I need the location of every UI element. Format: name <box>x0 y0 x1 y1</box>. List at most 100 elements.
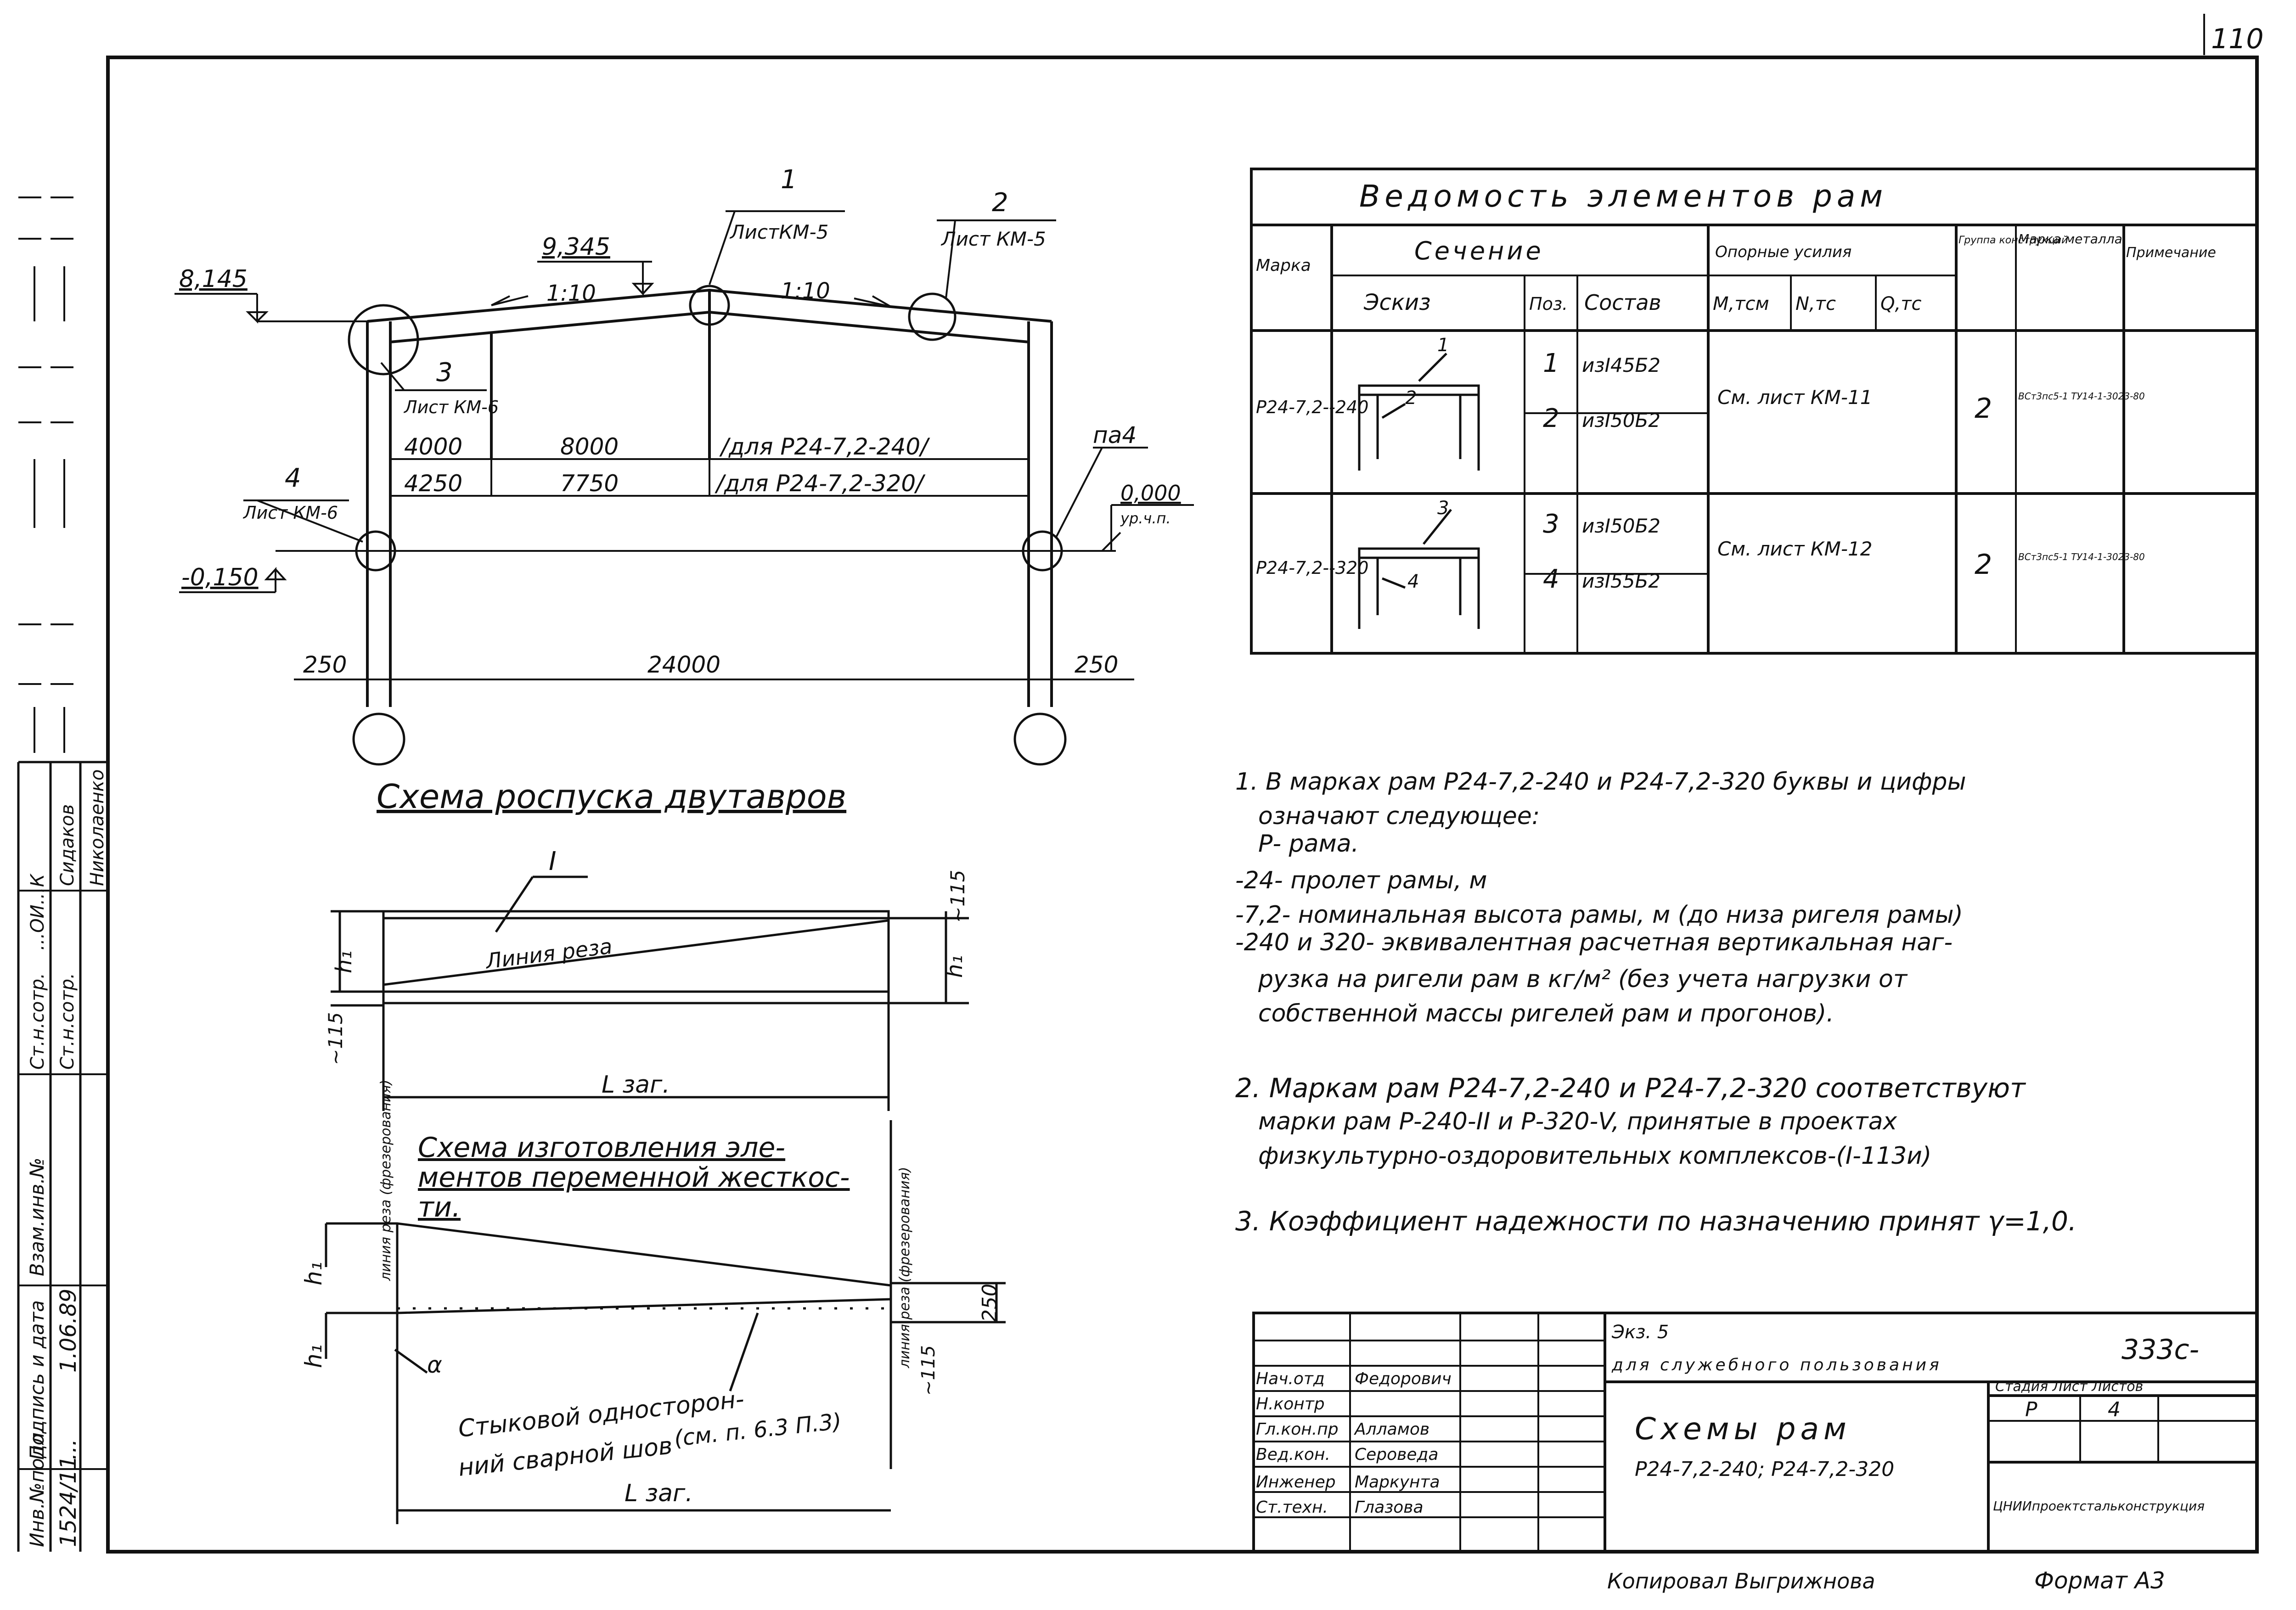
dim-7750: 7750 <box>560 470 619 497</box>
cutting-scheme: Схема роспуска двутавров I Линия реза h₁… <box>324 777 969 1111</box>
marker-4: 4 <box>285 463 301 493</box>
note-line-6: -240 и 320- эквивалентная расчетная верт… <box>1235 929 1953 956</box>
row2-mark: Р24-7,2--320 <box>1256 558 1368 578</box>
row1-pos-2: 2 <box>1543 404 1559 433</box>
tb-drawing-title: Схемы рам <box>1635 1411 1851 1447</box>
hdr-q: Q,тс <box>1880 293 1922 314</box>
cutting-title: Схема роспуска двутавров <box>377 777 846 816</box>
fabrication-length: L заг. <box>625 1480 693 1507</box>
row2-forces: См. лист КМ-12 <box>1717 538 1872 560</box>
elev-8145: 8,145 <box>179 265 248 293</box>
hdr-eskiz: Эскиз <box>1363 290 1431 315</box>
note-320: /для Р24-7,2-320/ <box>715 470 926 497</box>
tb-role-5: Инженер <box>1256 1473 1336 1492</box>
tb-code: 333с- <box>2122 1334 2199 1366</box>
tb-sheet: 4 <box>2108 1398 2121 1421</box>
label-podp-data: Подпись и дата <box>26 1300 48 1460</box>
cut-line-label: Линия реза <box>484 934 613 974</box>
pa4: па4 <box>1093 422 1137 449</box>
cutting-length: L заг. <box>602 1071 670 1099</box>
row1-sketch-2: 2 <box>1405 387 1417 409</box>
dim-4250: 4250 <box>404 470 462 497</box>
title-block: Нач.отд Федорович Н.контр Гл.кон.пр Алла… <box>1252 1312 2258 1594</box>
elev-minus-0150: -0,150 <box>181 564 259 591</box>
hdr-n: N,тс <box>1795 293 1836 314</box>
sheet-frame: 110 <box>106 14 2264 1554</box>
dim-250-fab: 250 <box>978 1284 1002 1322</box>
label-podpis: ... <box>56 1439 81 1460</box>
tb-footer-right: Формат А3 <box>2034 1567 2165 1594</box>
note-line-4: -24- пролет рамы, м <box>1235 867 1487 894</box>
dim-115-left: ~115 <box>324 1012 347 1065</box>
note-line-9: 2. Маркам рам Р24-7,2-240 и Р24-7,2-320 … <box>1235 1072 2026 1104</box>
row1-mark: Р24-7,2--240 <box>1256 397 1368 417</box>
hdr-m: М,тсм <box>1713 293 1769 314</box>
tb-name-3: Алламов <box>1354 1420 1429 1439</box>
tb-role-2: Н.контр <box>1256 1395 1325 1414</box>
row2-sketch-4: 4 <box>1407 571 1419 592</box>
row2-comp-4: изI55Б2 <box>1582 570 1660 592</box>
dim-115-top: ~115 <box>946 870 969 923</box>
label-vzam: Взам.инв.№ <box>26 1158 48 1276</box>
dim-115-fab: ~115 <box>918 1345 939 1396</box>
marker-2: 2 <box>992 188 1008 218</box>
hdr-marka-metalla: Марка металла <box>2018 231 2122 247</box>
notes: 1. В марках рам Р24-7,2-240 и Р24-7,2-32… <box>1235 768 2077 1237</box>
row1-group: 2 <box>1975 393 1992 425</box>
note-line-3: Р- рама. <box>1258 830 1359 858</box>
hdr-sechenie: Сечение <box>1414 236 1544 265</box>
tb-org: ЦНИИпроектстальконструкция <box>1993 1498 2205 1514</box>
binding-strip: Инв.№подл. Подпись и дата Взам.инв.№ Ст.… <box>17 196 108 1552</box>
elev-0000: 0,000 <box>1120 481 1181 505</box>
dim-250-right: 250 <box>1075 651 1118 678</box>
tb-role-1: Нач.отд <box>1256 1369 1325 1388</box>
label-inv-podl: Инв.№подл. <box>26 1426 48 1547</box>
tb-name-1: Федорович <box>1355 1369 1452 1388</box>
marker-1: 1 <box>781 165 797 195</box>
note-line-10: марки рам Р-240-II и Р-320-V, принятые в… <box>1258 1108 1897 1135</box>
row1-sketch-1: 1 <box>1437 335 1449 356</box>
slope-right: 1:10 <box>781 278 830 304</box>
fabrication-title-1: Схема изготовления эле- <box>418 1132 785 1164</box>
row1-comp-1: изI45Б2 <box>1582 354 1660 376</box>
row2-sketch-3: 3 <box>1437 498 1449 519</box>
label-st-n-sotr-2: Ст.н.сотр. <box>57 973 78 1070</box>
marker-1-sheet: ЛистКМ-5 <box>729 221 828 243</box>
hdr-marka: Марка <box>1256 256 1311 275</box>
label-rukovoditel: ...ОИ...К <box>27 873 48 950</box>
label-familiya-1: Сидаков <box>57 804 78 886</box>
h1-top: h₁ <box>300 1262 327 1285</box>
cut-right-label: линия реза (фрезерования) <box>897 1167 913 1369</box>
row2-steel: ВСт3пс5-1 ТУ14-1-3023-80 <box>2018 551 2145 562</box>
note-line-12: 3. Коэффициент надежности по назначению … <box>1235 1206 2077 1237</box>
row1-pos-1: 1 <box>1543 348 1559 378</box>
tb-name-4: Сероведа <box>1355 1445 1438 1464</box>
hdr-opornye: Опорные усилия <box>1715 243 1851 261</box>
beam-label: I <box>549 847 557 876</box>
dim-250-left: 250 <box>303 651 347 678</box>
tb-project-desc: для служебного пользования <box>1611 1356 1942 1374</box>
fabrication-title-3: ти. <box>418 1191 461 1223</box>
note-240: /для Р24-7,2-240/ <box>719 433 930 460</box>
fabrication-scheme: Схема изготовления эле- ментов переменно… <box>300 1080 1006 1524</box>
label-familiya-2: Николаенко <box>87 769 108 886</box>
hdr-gruppa: Группа конструкций <box>1958 235 2068 246</box>
row2-comp-3: изI50Б2 <box>1582 515 1660 537</box>
note-line-7: рузка на ригели рам в кг/м² (без учета н… <box>1258 965 1908 993</box>
slope-left: 1:10 <box>546 280 596 306</box>
tb-role-3: Гл.кон.пр <box>1256 1420 1339 1439</box>
note-line-8: собственной массы ригелей рам и прогонов… <box>1258 1000 1834 1027</box>
marker-4-sheet: Лист КМ-6 <box>242 503 338 523</box>
hdr-sostav: Состав <box>1584 290 1661 315</box>
tb-footer-left: Копировал Выгрижнова <box>1607 1569 1875 1593</box>
marker-3-sheet: Лист КМ-6 <box>403 397 499 417</box>
tb-stage: Р <box>2025 1398 2037 1421</box>
elements-table: Ведомость элементов рам Марка Сечение Эс… <box>1250 168 2258 655</box>
tb-stage-hdr: Стадия Лист Листов <box>1995 1379 2143 1395</box>
marker-2-sheet: Лист КМ-5 <box>940 228 1046 250</box>
note-line-11: физкультурно-оздоровительных комплексов-… <box>1258 1142 1931 1170</box>
note-line-5: -7,2- номинальная высота рамы, м (до низ… <box>1235 901 1963 929</box>
tb-role-6: Ст.техн. <box>1256 1498 1328 1517</box>
dim-8000: 8000 <box>560 433 619 460</box>
